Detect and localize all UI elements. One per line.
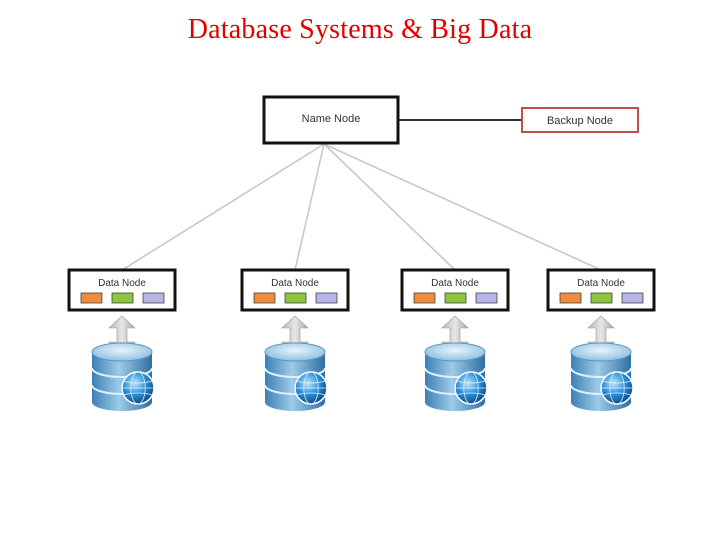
slide-title: Database Systems & Big Data: [187, 14, 533, 45]
data-block: [590, 292, 613, 304]
backup-node-label: Backup Node: [547, 115, 613, 127]
data-block: [413, 292, 436, 304]
data-node-label: Data Node: [577, 278, 625, 289]
data-block: [559, 292, 582, 304]
backup-node: Backup Node: [521, 107, 639, 133]
name-node-label: Name Node: [302, 113, 361, 125]
globe-icon: [600, 371, 634, 405]
data-block: [621, 292, 644, 304]
connector-line: [323, 143, 602, 271]
data-node-label: Data Node: [431, 278, 479, 289]
data-node: Data Node: [400, 268, 510, 312]
data-node: Data Node: [67, 268, 177, 312]
globe-icon: [294, 371, 328, 405]
hdfs-architecture-diagram: Name Node Backup Node Data Node Data Node…: [40, 58, 680, 438]
connector-line: [121, 143, 325, 271]
data-node-label: Data Node: [98, 278, 146, 289]
globe-icon: [121, 371, 155, 405]
data-block: [142, 292, 165, 304]
connector-line: [323, 143, 456, 271]
data-block: [475, 292, 498, 304]
data-block: [80, 292, 103, 304]
name-node: Name Node: [262, 95, 400, 145]
data-node: Data Node: [240, 268, 350, 312]
connector-line: [294, 143, 325, 271]
connector-lines: [121, 143, 602, 271]
data-block: [253, 292, 276, 304]
data-node: Data Node: [546, 268, 656, 312]
data-block: [444, 292, 467, 304]
data-block: [111, 292, 134, 304]
data-block: [315, 292, 338, 304]
globe-icon: [454, 371, 488, 405]
data-block: [284, 292, 307, 304]
data-node-label: Data Node: [271, 278, 319, 289]
